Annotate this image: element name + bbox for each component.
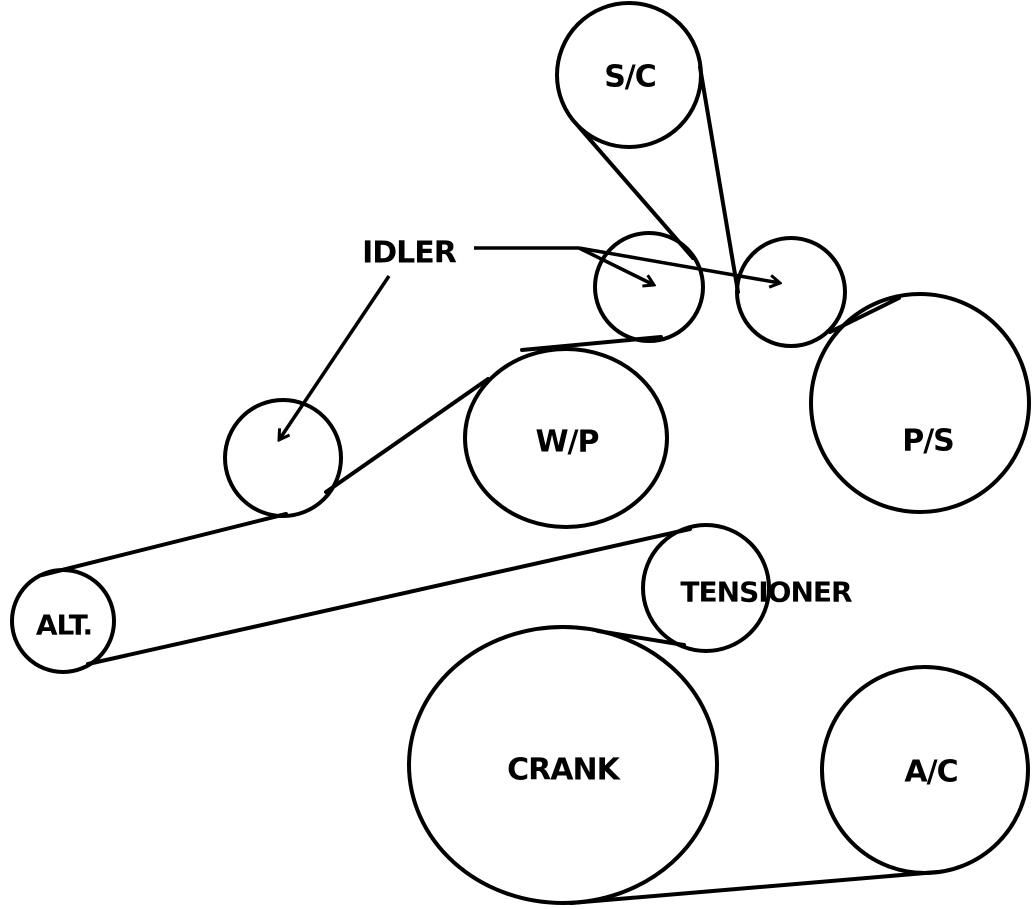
ps-pulley bbox=[809, 292, 1031, 514]
idler-arrow-left bbox=[279, 275, 391, 440]
wp-label: W/P bbox=[535, 425, 598, 460]
belt-segment-tensioner-to-crank bbox=[596, 629, 686, 647]
idler-pulley-upper-right bbox=[735, 236, 847, 348]
tensioner-pulley bbox=[641, 523, 771, 653]
idler-pulley-upper-left bbox=[593, 231, 705, 343]
belt-segment-crank-to-ac bbox=[569, 870, 939, 905]
belt-segment-wp-to-idler-left bbox=[324, 377, 490, 494]
idler-arrow-upper-left bbox=[578, 246, 654, 285]
belt-segment-sc-to-idler bbox=[577, 125, 695, 260]
idler-pulley-left bbox=[223, 398, 343, 518]
sc-label: S/C bbox=[604, 60, 656, 95]
idler-arrow-upper-right bbox=[578, 246, 780, 283]
idler-label: IDLER bbox=[362, 236, 457, 271]
alt-label: ALT. bbox=[36, 609, 92, 642]
ps-label: P/S bbox=[902, 424, 954, 459]
tensioner-label: TENSIONER bbox=[680, 576, 852, 609]
ac-label: A/C bbox=[904, 755, 957, 790]
wp-pulley bbox=[463, 347, 669, 529]
belt-segment-sc-to-idler-right bbox=[698, 65, 740, 294]
belt-segment-alt-to-tensioner bbox=[86, 527, 692, 666]
crank-label: CRANK bbox=[507, 753, 621, 788]
belt-segment-idler-left-to-alt bbox=[40, 512, 288, 577]
belt-segment-idler-to-ps bbox=[828, 296, 901, 334]
crank-pulley bbox=[407, 625, 719, 905]
belt-segment-idler-to-wp bbox=[520, 335, 663, 352]
